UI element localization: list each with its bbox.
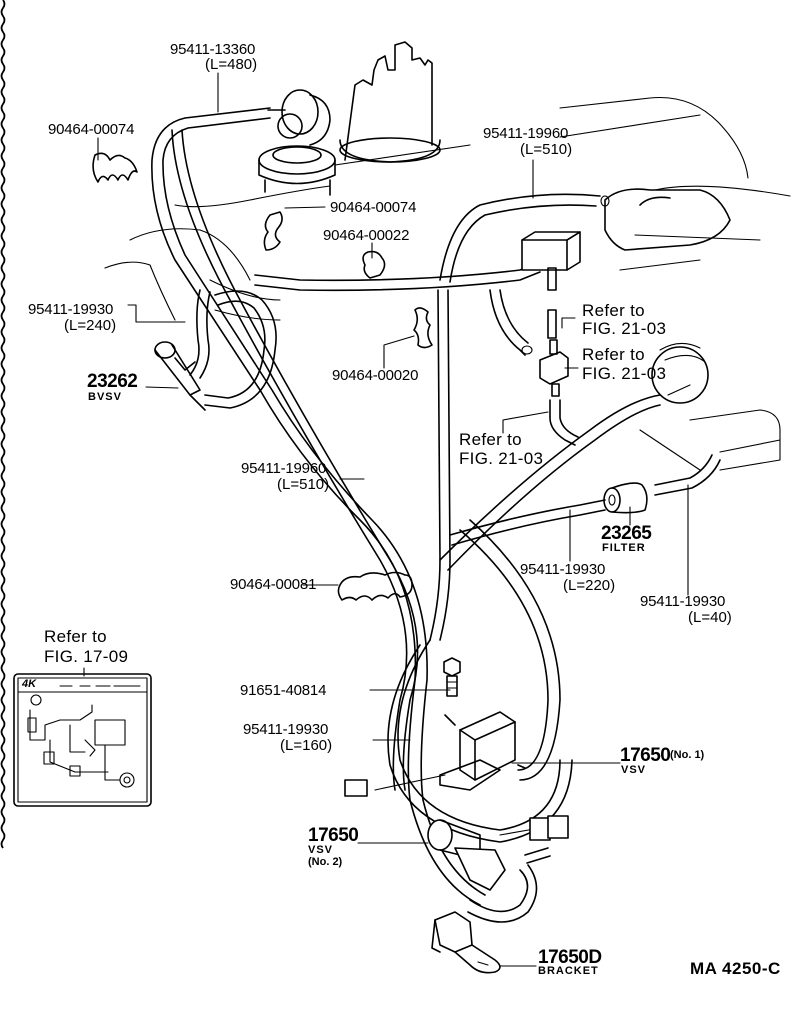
oil-filler-cap — [258, 145, 336, 196]
bvsv-name: BVSV — [88, 391, 122, 403]
vsv-no1 — [344, 711, 526, 797]
vacuum-tee-connectors — [521, 231, 581, 446]
refer-fig-21-03-a-line1: Refer to — [582, 301, 645, 320]
refer-fig-21-03-c-line1: Refer to — [459, 430, 522, 449]
clamp-90464-00081 — [337, 571, 413, 601]
hose-length-510-mid: (L=510) — [277, 476, 330, 493]
vsv1-qualifier: (No. 1) — [670, 749, 705, 761]
hose-routes — [151, 107, 721, 923]
bolt-label-91651-40814: 91651-40814 — [240, 682, 327, 699]
hose-label-95411-13360: 95411-13360 — [170, 41, 256, 58]
hose-length-220: (L=220) — [563, 577, 616, 594]
clamp-90464-00074-a — [92, 152, 138, 183]
hose-label-95411-19930-160: 95411-19930 — [243, 721, 329, 738]
hose-label-95411-19960-top: 95411-19960 — [483, 125, 569, 142]
bracket-17650D — [431, 911, 501, 974]
bracket-name: BRACKET — [538, 965, 599, 977]
hose-length-480: (L=480) — [205, 56, 258, 73]
refer-fig-21-03-a-link[interactable]: FIG. 21-03 — [582, 319, 667, 338]
vsv2-part-number: 17650 — [308, 825, 359, 846]
bvsv-part-number: 23262 — [87, 371, 138, 392]
perforated-edge — [0, 0, 6, 849]
vsv-no2 — [427, 815, 569, 891]
vacuum-advance-unit — [267, 89, 331, 146]
inset-schematic — [13, 673, 152, 807]
bolt-91651-40814 — [443, 657, 461, 697]
hose-label-95411-19930-bvsv: 95411-19930 — [28, 301, 114, 318]
hose-label-95411-19960-mid: 95411-19960 — [241, 460, 327, 477]
clamp-label-90464-00020: 90464-00020 — [332, 367, 419, 384]
vsv1-name: VSV — [621, 764, 647, 776]
inset-badge-4k: 4K — [22, 678, 37, 690]
bracket-part-number: 17650D — [538, 947, 602, 968]
clamp-90464-00020 — [413, 307, 433, 349]
hose-length-510-top: (L=510) — [520, 141, 573, 158]
vsv2-name: VSV — [308, 844, 334, 856]
air-intake — [604, 188, 731, 251]
filter-part-number: 23265 — [601, 523, 652, 544]
clamp-90464-00022 — [362, 250, 386, 279]
vsv1-part-number: 17650 — [620, 745, 671, 766]
refer-fig-21-03-b-line1: Refer to — [582, 345, 645, 364]
figure-code: MA 4250-C — [690, 959, 781, 978]
filter-23265 — [603, 482, 648, 514]
hose-label-95411-19930-220: 95411-19930 — [520, 561, 606, 578]
bvsv-23262 — [154, 341, 206, 411]
hose-length-40: (L=40) — [688, 609, 732, 626]
clamp-label-90464-00074-b: 90464-00074 — [330, 199, 417, 216]
vacuum-chamber — [651, 342, 709, 404]
refer-fig-21-03-c-link[interactable]: FIG. 21-03 — [459, 449, 544, 468]
refer-fig-21-03-b-link[interactable]: FIG. 21-03 — [582, 364, 667, 383]
leader-lines — [83, 72, 701, 967]
distributor-cap — [339, 41, 441, 163]
hose-length-160: (L=160) — [280, 737, 333, 754]
vsv2-qualifier: (No. 2) — [308, 856, 343, 868]
engine-outline — [104, 96, 791, 471]
inset-refer-fig-17-09-link[interactable]: FIG. 17-09 — [44, 647, 129, 666]
filter-name: FILTER — [602, 542, 646, 554]
clamp-label-90464-00074-a: 90464-00074 — [48, 121, 135, 138]
clamp-label-90464-00022: 90464-00022 — [323, 227, 410, 244]
hose-label-95411-19930-40: 95411-19930 — [640, 593, 726, 610]
inset-refer-line1: Refer to — [44, 627, 107, 646]
clamp-90464-00074-b — [263, 211, 283, 251]
clamp-label-90464-00081: 90464-00081 — [230, 576, 317, 593]
hose-length-240: (L=240) — [64, 317, 117, 334]
